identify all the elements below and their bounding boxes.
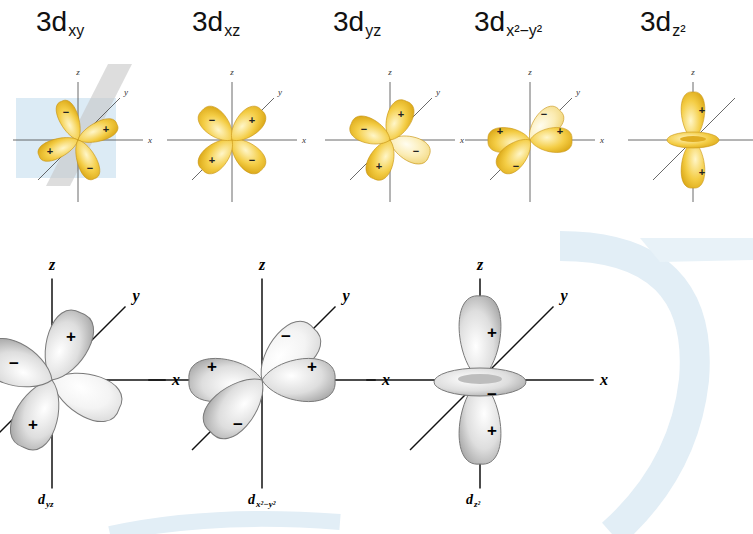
phase-sign: + <box>699 105 705 116</box>
axis-label: x <box>382 372 390 388</box>
orbital-subscript: x²−y² <box>506 23 542 39</box>
phase-sign: + <box>376 161 382 172</box>
phase-sign: − <box>63 107 69 118</box>
orbital-name: d <box>248 493 255 507</box>
phase-sign: − <box>541 109 547 120</box>
axis-label: x <box>600 372 608 388</box>
orbital-figure <box>628 82 753 202</box>
axis-label: x <box>600 136 604 145</box>
orbital-subscript: z² <box>672 23 685 39</box>
phase-sign: + <box>487 324 497 341</box>
orbital-lobe <box>195 365 277 447</box>
orbital-figure <box>465 82 595 202</box>
orbital-figure <box>325 82 455 202</box>
axis-label: y <box>436 88 440 97</box>
orbital-subscript: yz <box>46 500 54 509</box>
phase-sign: + <box>28 416 38 433</box>
phase-sign: − <box>413 146 419 157</box>
phase-sign: + <box>207 358 217 375</box>
phase-sign: + <box>209 155 215 166</box>
axis-label: y <box>560 288 567 304</box>
orbital-title: 3d <box>474 8 505 36</box>
orbital-lobe <box>35 131 81 165</box>
background-band <box>560 246 695 534</box>
orbital-figure <box>366 279 594 489</box>
orbital-subscript: x²−y² <box>256 500 275 509</box>
phase-sign: + <box>103 124 109 135</box>
phase-sign: + <box>249 115 255 126</box>
axis-label: z <box>477 257 483 273</box>
orbital-title: 3d <box>36 8 67 36</box>
axis-label: y <box>576 88 580 97</box>
orbital-lobe <box>69 136 103 182</box>
orbital-title: 3d <box>192 8 223 36</box>
phase-sign: − <box>209 115 215 126</box>
background-band <box>640 238 753 262</box>
orbital-name: d <box>466 493 473 507</box>
axis-label: y <box>342 288 349 304</box>
orbital-title: 3d <box>333 8 364 36</box>
phase-sign: − <box>249 155 255 166</box>
phase-sign: + <box>307 358 317 375</box>
orbital-lobe <box>459 296 501 380</box>
phase-sign: + <box>398 109 404 120</box>
orbital-subscript: xz <box>224 23 240 39</box>
orbital-subscript: xy <box>68 23 84 39</box>
phase-sign: − <box>361 124 367 135</box>
phase-sign: − <box>281 328 291 345</box>
orbital-figure <box>148 279 376 489</box>
axis-label: z <box>76 68 80 77</box>
phase-sign: + <box>47 146 53 157</box>
xz-plane <box>46 64 132 186</box>
orbital-lobe <box>0 332 60 400</box>
orbital-lobe <box>491 131 539 179</box>
orbital-figure <box>13 82 143 202</box>
orbital-subscript: yz <box>365 23 381 39</box>
axis-label: x <box>302 136 306 145</box>
phase-sign: + <box>66 328 76 345</box>
phase-sign: − <box>9 355 19 372</box>
axis-label: y <box>124 88 128 97</box>
orbital-lobe <box>346 112 395 152</box>
axis-label: z <box>230 68 234 77</box>
phase-sign: + <box>497 126 503 137</box>
phase-sign: + <box>557 126 563 137</box>
axis-line <box>192 98 274 180</box>
orbital-lobe <box>530 127 572 152</box>
background-band <box>110 519 340 534</box>
orbital-ring <box>667 132 719 148</box>
orbital-ring <box>434 368 526 396</box>
axis-label: x <box>460 136 464 145</box>
orbital-figure <box>16 64 132 186</box>
orbital-figure <box>167 82 297 202</box>
axis-label: z <box>49 257 55 273</box>
axis-label: x <box>172 372 180 388</box>
phase-sign: − <box>87 163 93 174</box>
phase-sign: + <box>487 422 497 439</box>
phase-sign: − <box>487 386 497 403</box>
axis-label: y <box>278 88 282 97</box>
axis-label: z <box>691 68 695 77</box>
axis-label: z <box>259 257 265 273</box>
orbital-ring-hole <box>458 374 502 384</box>
orbital-name: d <box>38 493 45 507</box>
axis-label: z <box>388 68 392 77</box>
orbital-title: 3d <box>640 8 671 36</box>
axis-label: z <box>528 68 532 77</box>
phase-sign: − <box>233 416 243 433</box>
orbital-lobe <box>262 358 335 401</box>
phase-sign: − <box>513 161 519 172</box>
axis-label: x <box>148 136 152 145</box>
orbital-figure <box>0 279 166 489</box>
phase-sign: + <box>699 167 705 178</box>
orbital-subscript: z² <box>474 500 480 509</box>
orbital-lobe <box>223 101 271 149</box>
orbital-ring-hole <box>680 136 706 142</box>
axis-label: y <box>132 288 139 304</box>
